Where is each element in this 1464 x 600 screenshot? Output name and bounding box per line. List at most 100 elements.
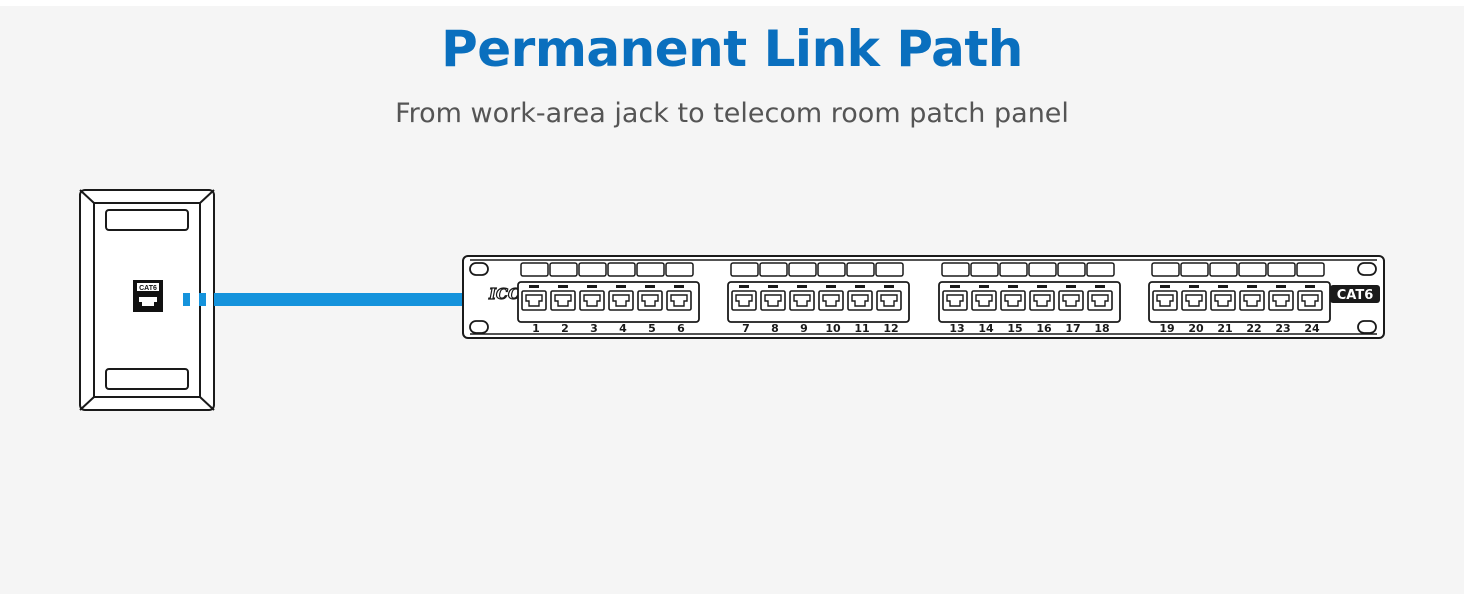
port-led-icon (645, 285, 655, 288)
label-strip-cell (607, 262, 636, 277)
port-number: 10 (825, 322, 841, 335)
rj45-port (789, 290, 815, 311)
port-led-icon (855, 285, 865, 288)
screw-slot-top (105, 209, 189, 231)
rj45-port-icon (735, 294, 753, 307)
port-number: 5 (648, 322, 656, 335)
port-led-icon (1276, 285, 1286, 288)
port-led-icon (826, 285, 836, 288)
port-led-icon (1160, 285, 1170, 288)
permanent-link-cable (183, 293, 465, 306)
cat6-badge (1330, 285, 1380, 303)
rj45-port (1029, 290, 1055, 311)
rj45-port (1000, 290, 1026, 311)
mounting-hole (1357, 320, 1377, 334)
rj45-port (731, 290, 757, 311)
rj45-port-icon (583, 294, 601, 307)
rj45-port-icon (554, 294, 572, 307)
label-strip-cell (578, 262, 607, 277)
rj45-port-icon (880, 294, 898, 307)
port-number: 17 (1065, 322, 1080, 335)
port-led-icon (1037, 285, 1047, 288)
page-subtitle: From work-area jack to telecom room patc… (395, 98, 1069, 129)
rj45-port (1210, 290, 1236, 311)
rj45-port-icon (1062, 294, 1080, 307)
rj45-port (666, 290, 692, 311)
mounting-hole (469, 320, 489, 334)
port-led-icon (797, 285, 807, 288)
rj45-port-icon (764, 294, 782, 307)
label-strip-cell (1296, 262, 1325, 277)
port-led-icon (616, 285, 626, 288)
rj45-port-icon (1272, 294, 1290, 307)
rj45-port-icon (1091, 294, 1109, 307)
port-number: 24 (1304, 322, 1320, 335)
label-strip-cell (1238, 262, 1267, 277)
port-block: 1 2 3 4 5 6 (517, 262, 700, 335)
port-number: 19 (1159, 322, 1174, 335)
port-led-icon (950, 285, 960, 288)
label-strip-cell (665, 262, 694, 277)
rj45-port (521, 290, 547, 311)
port-number: 7 (742, 322, 750, 335)
rj45-port (818, 290, 844, 311)
label-strip-cell (730, 262, 759, 277)
port-led-icon (1247, 285, 1257, 288)
rj45-port (1181, 290, 1207, 311)
rj45-port-icon (612, 294, 630, 307)
port-led-icon (1066, 285, 1076, 288)
port-number: 14 (978, 322, 994, 335)
port-led-icon (884, 285, 894, 288)
port-number: 21 (1217, 322, 1232, 335)
label-strip-cell (941, 262, 970, 277)
port-number: 2 (561, 322, 569, 335)
rj45-port (760, 290, 786, 311)
port-number: 3 (590, 322, 598, 335)
port-number: 6 (677, 322, 685, 335)
port-number: 23 (1275, 322, 1290, 335)
mounting-hole (469, 262, 489, 276)
keystone-jack: CAT6 (133, 280, 163, 312)
rj45-port (847, 290, 873, 311)
rj45-port-icon (851, 294, 869, 307)
rj45-port (579, 290, 605, 311)
port-number: 1 (532, 322, 540, 335)
label-strip-cell (846, 262, 875, 277)
rj45-port-icon (975, 294, 993, 307)
port-number: 4 (619, 322, 627, 335)
rj45-port-icon (641, 294, 659, 307)
mounting-hole (1357, 262, 1377, 276)
port-number: 16 (1036, 322, 1052, 335)
cable-dash (199, 293, 206, 306)
label-strip-cell (549, 262, 578, 277)
rj45-port (942, 290, 968, 311)
label-strip-cell (1086, 262, 1115, 277)
keystone-label: CAT6 (139, 285, 157, 292)
label-strip-cell (970, 262, 999, 277)
port-led-icon (529, 285, 539, 288)
port-led-icon (1218, 285, 1228, 288)
port-led-icon (1008, 285, 1018, 288)
rj45-port-icon (1301, 294, 1319, 307)
rj45-port-icon (670, 294, 688, 307)
rj45-port-icon (1214, 294, 1232, 307)
rj45-port (876, 290, 902, 311)
port-number: 11 (854, 322, 869, 335)
rj45-port-icon (1033, 294, 1051, 307)
label-strip-cell (788, 262, 817, 277)
port-led-icon (979, 285, 989, 288)
rj45-port (1239, 290, 1265, 311)
port-number: 22 (1246, 322, 1261, 335)
rj45-port (550, 290, 576, 311)
label-strip-cell (1151, 262, 1180, 277)
port-led-icon (1305, 285, 1315, 288)
label-strip-cell (817, 262, 846, 277)
cable-dash (183, 293, 190, 306)
rj45-port-icon (525, 294, 543, 307)
cat6-badge-label: CAT6 (1337, 288, 1374, 303)
port-led-icon (1095, 285, 1105, 288)
